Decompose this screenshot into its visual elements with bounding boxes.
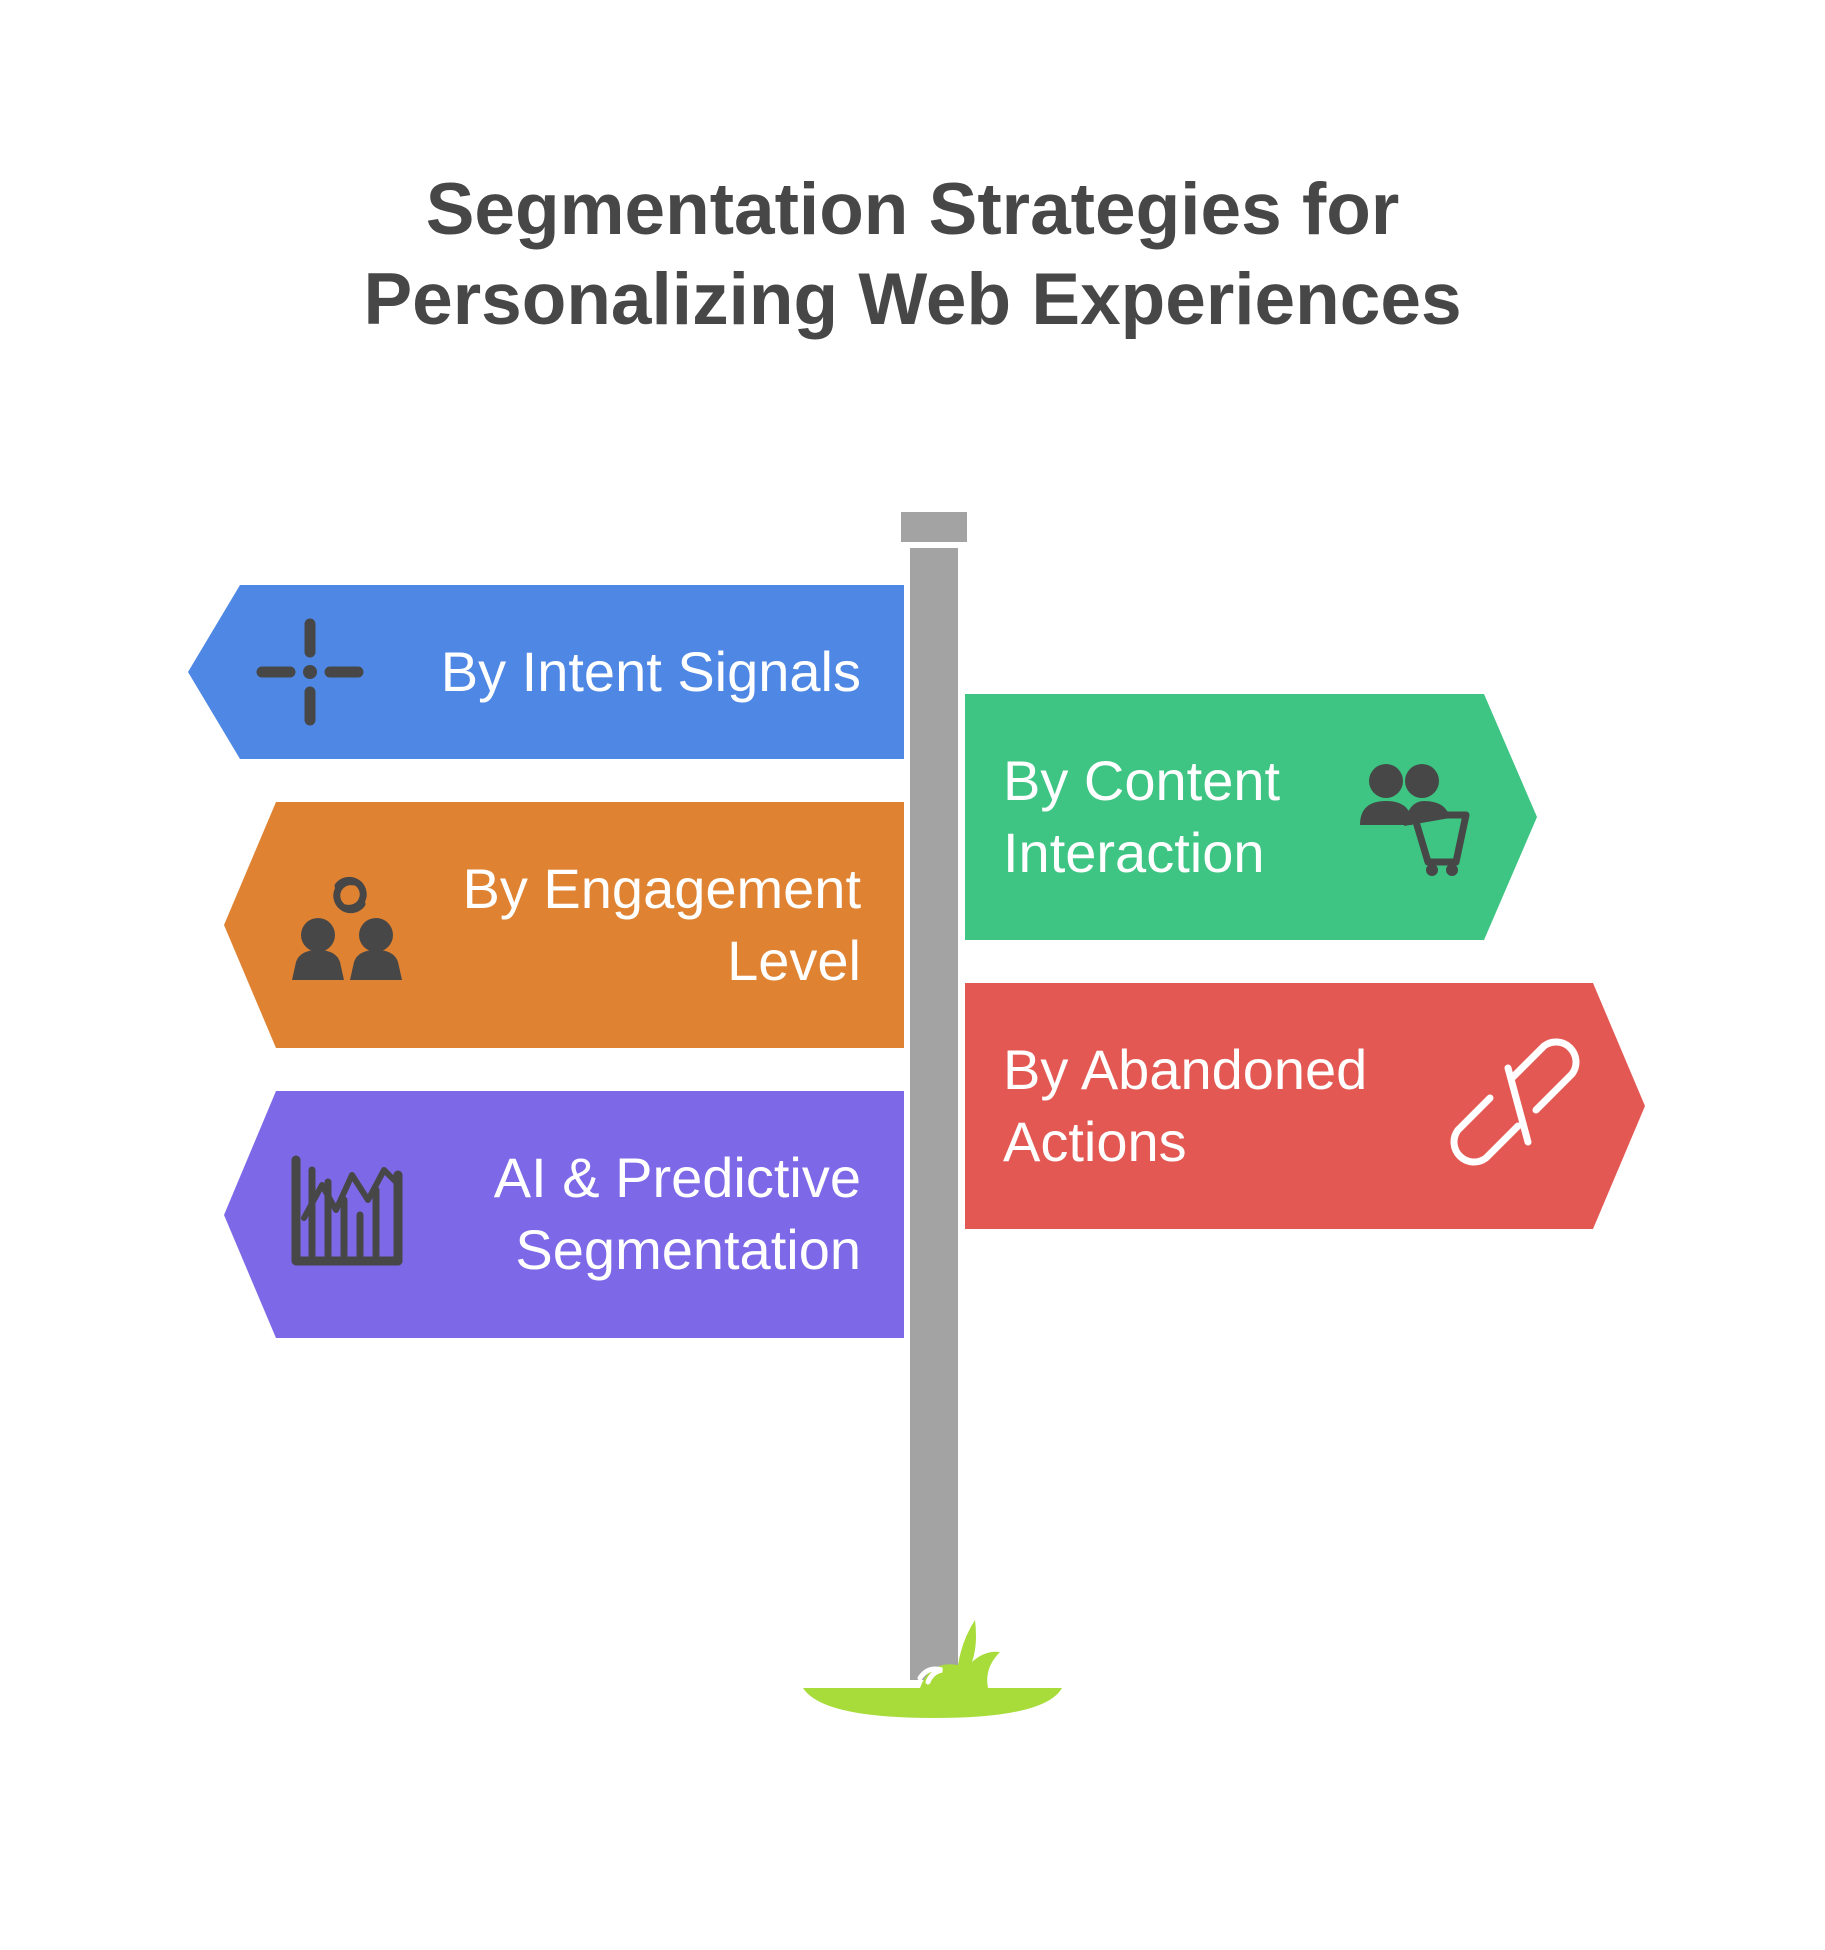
sign-engagement-level[interactable] (224, 802, 904, 1048)
sign-engagement-level-label: By Engagement Level (462, 857, 861, 992)
sign-predictive-segmentation[interactable] (224, 1091, 904, 1338)
linked-people-icon (292, 876, 402, 980)
predictive-chart-icon (291, 1155, 403, 1266)
crosshair-icon (256, 618, 364, 726)
sign-intent-signals-label: By Intent Signals (440, 640, 861, 703)
sign-content-interaction[interactable] (965, 694, 1537, 940)
signpost-cap (901, 512, 967, 542)
grass-curl (917, 1666, 943, 1685)
title-line-1: Segmentation Strategies for (425, 169, 1400, 250)
users-cart-icon (1360, 764, 1470, 876)
page-title: Segmentation Strategies for Personalizin… (0, 165, 1825, 345)
sign-abandoned-actions-label: By Abandoned Actions (1003, 1038, 1368, 1173)
title-line-2: Personalizing Web Experiences (363, 259, 1462, 340)
sign-predictive-segmentation-label: AI & Predictive Segmentation (493, 1146, 861, 1281)
grass-base (803, 1688, 1062, 1718)
broken-link-icon (1450, 1038, 1580, 1166)
signpost-pole (910, 548, 958, 1680)
sign-intent-signals[interactable] (188, 585, 904, 759)
sign-abandoned-actions[interactable] (965, 983, 1645, 1229)
sign-content-interaction-label: By Content Interaction (1003, 749, 1281, 884)
